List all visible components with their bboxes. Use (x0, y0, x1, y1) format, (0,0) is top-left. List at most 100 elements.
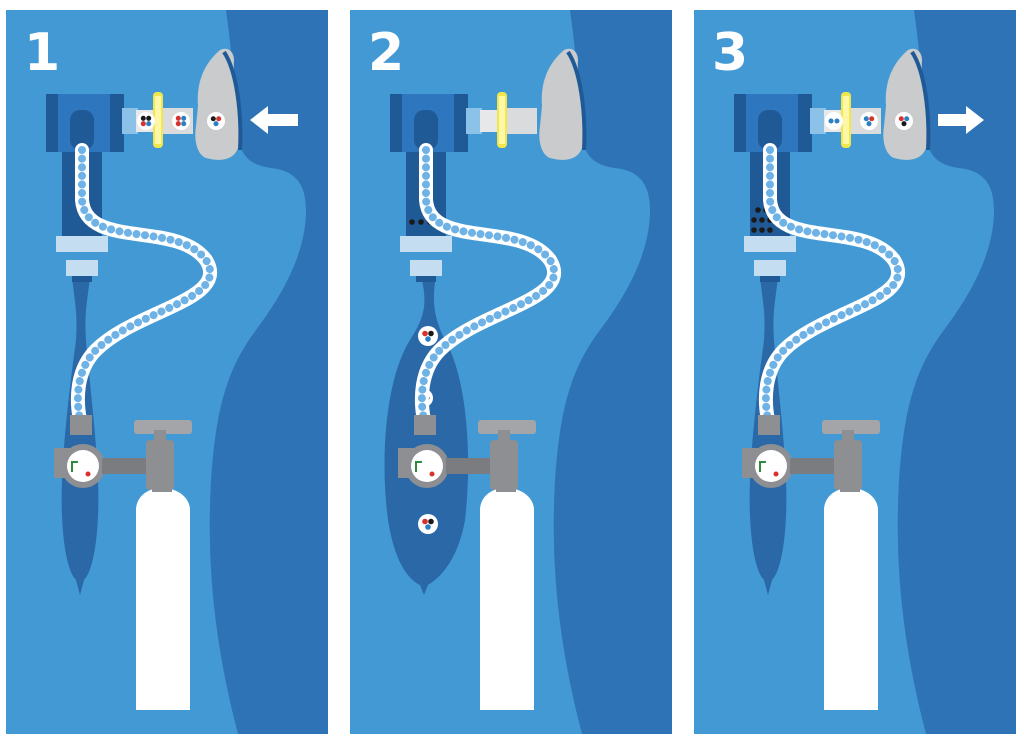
oxygen-cylinder (824, 488, 878, 710)
collar-lower (754, 260, 786, 276)
oxygen-cylinder (136, 488, 190, 710)
valve-loop (758, 110, 782, 150)
molecule-atom (863, 116, 869, 122)
molecule-bubble (860, 112, 878, 130)
panel-1: 1 (6, 10, 328, 734)
molecule-bubble (137, 112, 155, 130)
valve-head-right (110, 94, 124, 152)
gauge-needle (759, 461, 766, 472)
molecule-atom (140, 115, 146, 121)
mask-connector (507, 108, 537, 134)
gauge-face (411, 450, 443, 482)
molecule-atom (146, 121, 152, 127)
face-silhouette (553, 10, 672, 734)
molecule-atom (140, 121, 146, 127)
panel-number: 3 (712, 23, 748, 83)
valve-port (122, 108, 138, 134)
face-mask (883, 48, 929, 160)
hose-dots (761, 146, 903, 424)
cylinder-neck (152, 480, 172, 492)
molecule-atom (181, 121, 187, 127)
molecule-atom (425, 524, 431, 530)
collar-lower (66, 260, 98, 276)
valve-loop (70, 110, 94, 150)
panel-3: 3 (694, 10, 1016, 734)
panel-number: 2 (368, 23, 404, 83)
bag-molecule-1 (418, 326, 438, 346)
gauge-pin (429, 471, 435, 477)
molecule-bubble (418, 514, 438, 534)
molecule-exhale-2 (860, 112, 878, 130)
molecule-atom (866, 121, 872, 127)
exhaust-dot (755, 207, 761, 213)
collar-upper (56, 236, 108, 252)
molecule-atom (422, 518, 428, 525)
exhaust-dot (409, 219, 415, 225)
molecule-bubble (207, 112, 225, 130)
gauge-pin (773, 471, 779, 477)
gauge-face (755, 450, 787, 482)
hose-dots (417, 146, 559, 424)
valve-head-left (390, 94, 402, 152)
mask-strap (222, 50, 243, 151)
valve-head-left (734, 94, 746, 152)
gauge-face (67, 450, 99, 482)
molecule-inhale-2 (172, 112, 190, 130)
molecule-atom (428, 518, 434, 525)
molecule-bubble (825, 112, 843, 130)
exhaust-dot (767, 227, 773, 233)
molecule-bubble (895, 112, 913, 130)
molecule-atom (422, 330, 428, 337)
molecule-inhale-3 (207, 112, 225, 130)
regulator-stem (70, 415, 92, 435)
face-silhouette (209, 10, 328, 734)
hose-dots (73, 146, 215, 424)
molecule-atom (828, 118, 834, 124)
regulator-arm (790, 458, 840, 474)
oxygen-cylinder (480, 488, 534, 710)
arrow-left-icon (250, 106, 298, 134)
valve-handwheel (134, 420, 192, 434)
molecule-exhale-1 (825, 112, 843, 130)
gauge-pin (85, 471, 91, 477)
filter-ring-light (499, 96, 505, 144)
valve-handwheel (478, 420, 536, 434)
mask-strap (566, 50, 587, 151)
molecule-atom (213, 121, 219, 127)
cylinder-valve (146, 440, 174, 490)
filter-ring-light (843, 96, 849, 144)
valve-handwheel (822, 420, 880, 434)
valve-spindle (842, 430, 854, 444)
bag-molecule-3 (418, 514, 438, 534)
valve-port (466, 108, 482, 134)
mouthpiece (480, 110, 498, 132)
molecule-atom (869, 116, 875, 122)
exhaust-dot (751, 227, 757, 233)
molecule-atom (834, 118, 840, 124)
regulator-arm (102, 458, 152, 474)
gauge-needle (415, 461, 422, 472)
molecule-atom (428, 330, 434, 337)
molecule-atom (175, 121, 181, 127)
bag-neck (416, 276, 436, 282)
cylinder-neck (496, 480, 516, 492)
cylinder-neck (840, 480, 860, 492)
valve-spindle (498, 430, 510, 444)
face-silhouette (897, 10, 1016, 734)
molecule-bubble (172, 112, 190, 130)
molecule-atom (146, 115, 152, 121)
regulator-arm (446, 458, 496, 474)
molecule-atom (901, 121, 907, 127)
collar-upper (400, 236, 452, 252)
exhaust-dot (759, 227, 765, 233)
cylinder-valve (834, 440, 862, 490)
collar-lower (410, 260, 442, 276)
panel-number: 1 (24, 23, 60, 83)
collar-upper (744, 236, 796, 252)
mask-strap (910, 50, 931, 151)
molecule-atom (904, 116, 910, 122)
molecule-atom (181, 115, 187, 121)
molecule-atom (898, 116, 904, 122)
bag-neck (72, 276, 92, 282)
valve-loop (414, 110, 438, 150)
